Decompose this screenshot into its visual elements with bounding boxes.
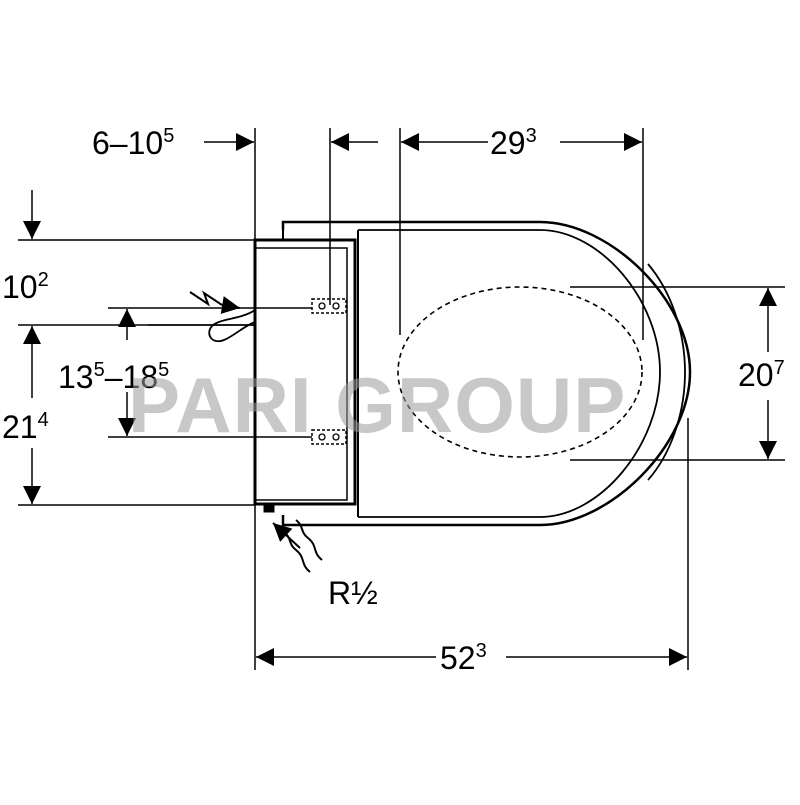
dimension-labels: 6–105 293 102 135–185 214 207 523 R½ xyxy=(2,125,785,676)
fixing-point-upper xyxy=(311,298,347,314)
water-connection-icon xyxy=(272,519,323,573)
water-connector xyxy=(263,503,275,513)
label-opening-depth: 207 xyxy=(738,357,785,393)
label-seat-width: 293 xyxy=(490,125,537,161)
bowl-inner-rim xyxy=(358,229,661,518)
fixing-bolt-lower-b xyxy=(332,433,340,441)
label-lower-height: 214 xyxy=(2,409,49,445)
bowl-outer-outline xyxy=(281,220,692,527)
fixing-point-lower xyxy=(311,429,347,445)
extension-lines xyxy=(18,128,785,670)
label-water-connection: R½ xyxy=(328,575,378,611)
dimension-arrows xyxy=(23,133,777,666)
fixing-bolt-upper-b xyxy=(332,302,340,310)
label-top-height: 102 xyxy=(2,269,49,305)
electric-icon xyxy=(189,290,241,314)
seat-lid-edge xyxy=(647,263,686,481)
label-offset: 6–105 xyxy=(92,125,174,161)
fixing-bolt-upper-a xyxy=(318,302,326,310)
power-cable xyxy=(208,309,256,343)
watermark: PARI GROUP xyxy=(128,361,626,449)
label-total-length: 523 xyxy=(440,640,487,676)
label-connection-range: 135–185 xyxy=(58,359,169,395)
fixing-bolt-lower-a xyxy=(318,433,326,441)
bowl-opening-dashed xyxy=(397,286,643,458)
